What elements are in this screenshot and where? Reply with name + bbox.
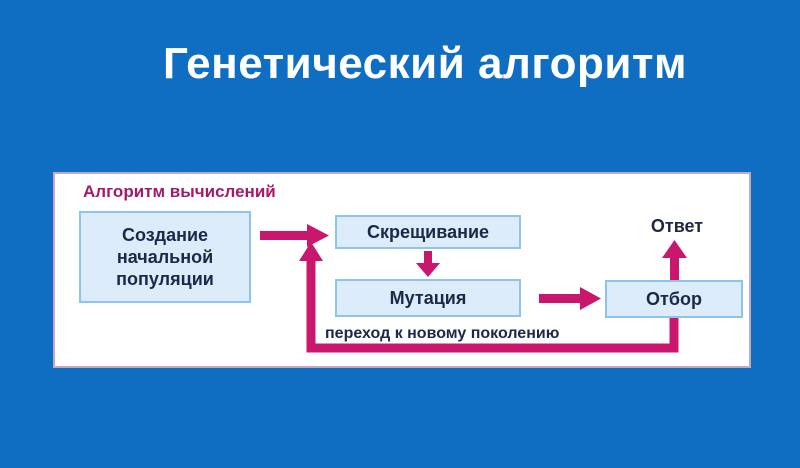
node-create-population: Создание начальной популяции [79, 211, 251, 303]
node-answer: Ответ [650, 216, 704, 236]
diagram-heading: Алгоритм вычислений [83, 182, 276, 201]
node-crossover: Скрещивание [335, 215, 521, 249]
slide-title: Генетический алгоритм [162, 39, 688, 88]
flow-arrows [260, 224, 687, 353]
arrow-selection-to-answer [662, 240, 687, 280]
node-selection: Отбор [605, 280, 743, 318]
loop-label: переход к новому поколению [325, 325, 560, 342]
arrow-crossover-to-mutation [416, 251, 440, 277]
arrow-mutation-to-selection [539, 287, 601, 310]
arrow-loop-back [299, 242, 679, 353]
arrow-create-to-crossover [260, 224, 329, 247]
node-mutation: Мутация [335, 279, 521, 317]
algorithm-diagram: Алгоритм вычислений Создание начальной п… [53, 172, 751, 368]
